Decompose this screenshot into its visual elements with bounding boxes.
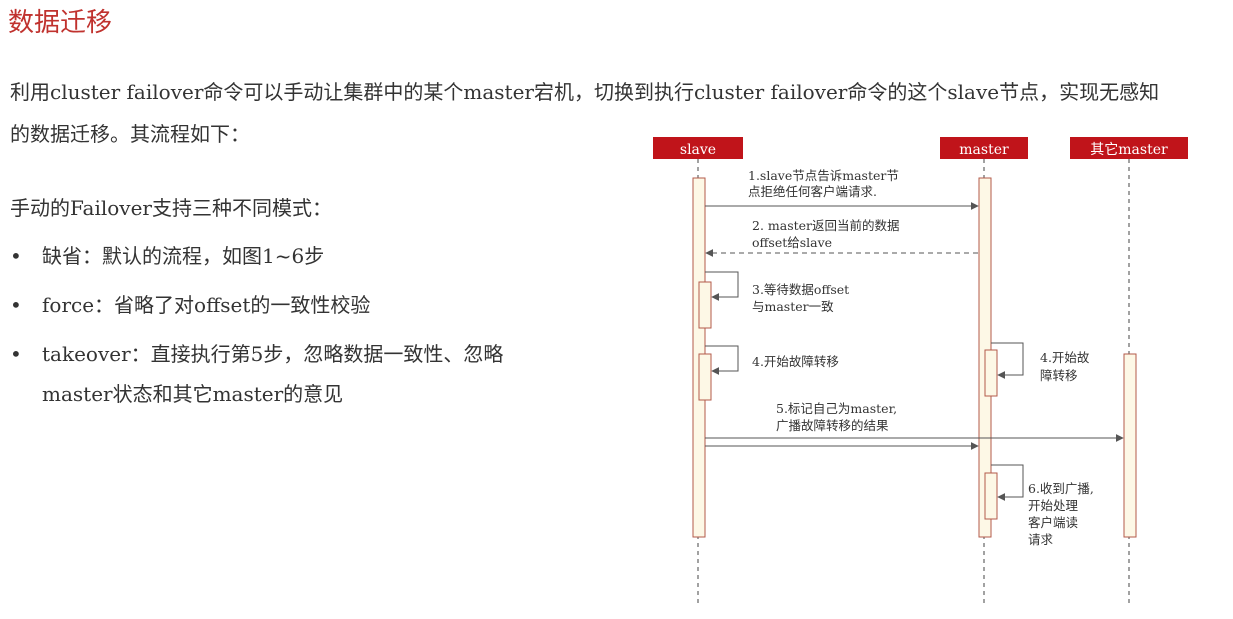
step-6-label-line1: 6.收到广播, [1028,481,1094,496]
mode-item-force: • force：省略了对offset的一致性校验 [10,289,370,318]
activation-master-step-6 [984,472,998,520]
self-call-step-6-master [991,464,1024,501]
step-6-label-line2: 开始处理 [1028,498,1079,513]
step-4-slave-label: 4.开始故障转移 [752,354,839,369]
intro-line-2: 的数据迁移。其流程如下： [10,122,250,146]
mode-item-takeover-continuation: master状态和其它master的意见 [42,382,344,406]
step-4-master-label-line2: 障转移 [1040,368,1078,383]
mode-item-text: force：省略了对offset的一致性校验 [42,293,371,317]
step-3-label-line1: 3.等待数据offset [752,282,849,297]
step-5-label-line1: 5.标记自己为master, [776,401,897,416]
step-6-label-line4: 请求 [1028,532,1054,547]
bullet-dot: • [10,342,22,366]
step-2-label-line2: offset给slave [752,235,832,250]
participant-label-slave: slave [680,142,716,158]
participant-label-master: master [959,142,1009,158]
mode-item-text: 缺省：默认的流程，如图1~6步 [42,244,325,268]
participant-header-master [940,137,1028,159]
activation-other-master [1123,353,1137,538]
participant-header-slave [653,137,743,159]
step-6-label-line3: 客户端读 [1028,515,1078,530]
intro-line-1: 利用cluster failover命令可以手动让集群中的某个master宕机，… [10,80,1160,104]
self-call-step-3 [705,271,739,301]
step-1-label-line2: 点拒绝任何客户端请求. [748,184,877,199]
modes-label: 手动的Failover支持三种不同模式： [10,196,332,220]
self-call-step-4-master [991,342,1024,379]
mode-item-text: takeover：直接执行第5步，忽略数据一致性、忽略 [42,342,504,366]
step-1-label-line1: 1.slave节点告诉master节 [748,168,899,183]
bullet-dot: • [10,244,22,268]
bullet-dot: • [10,293,22,317]
page-title: 数据迁移 [8,8,113,38]
step-5-label-line2: 广播故障转移的结果 [776,418,889,433]
step-4-master-label-line1: 4.开始故 [1040,350,1090,365]
participant-header-other-master [1070,137,1188,159]
step-3-label-line2: 与master一致 [752,299,834,314]
activation-slave-step-4 [698,353,712,401]
mode-item-takeover: • takeover：直接执行第5步，忽略数据一致性、忽略 [10,338,503,367]
mode-item-default: • 缺省：默认的流程，如图1~6步 [10,240,324,269]
activation-master-step-4 [984,349,998,397]
self-call-step-4-slave [705,345,739,375]
activation-slave-step-3 [698,281,712,329]
step-2-label-line1: 2. master返回当前的数据 [752,218,900,233]
participant-label-other-master: 其它master [1090,141,1168,158]
